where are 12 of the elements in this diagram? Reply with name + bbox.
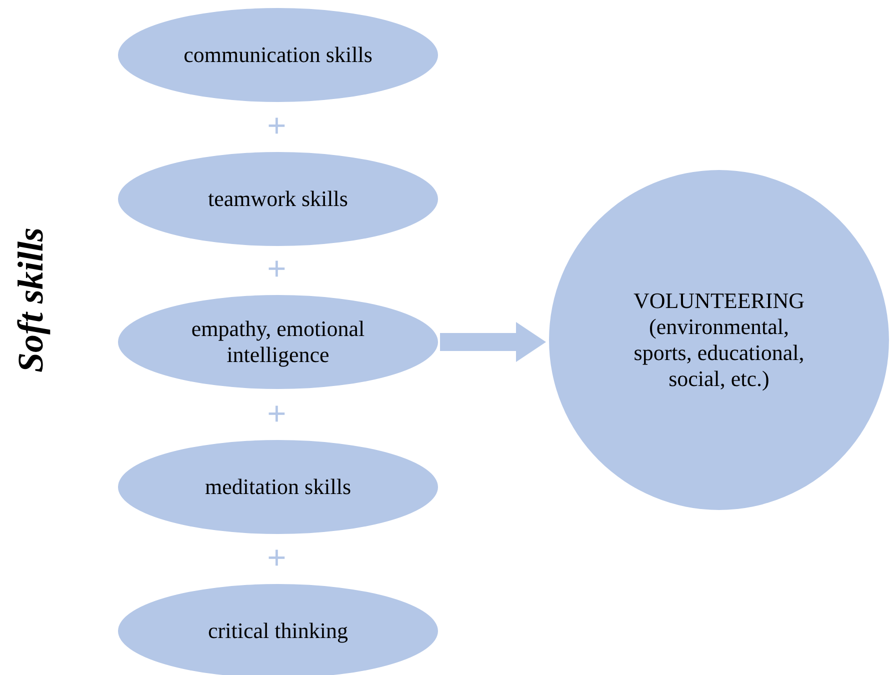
node-text: critical thinking xyxy=(208,618,348,644)
node-text: VOLUNTEERING (environmental, sports, educational, social, etc.) xyxy=(632,288,806,392)
node-text: communication skills xyxy=(184,42,372,68)
plus-sign: + xyxy=(267,400,286,430)
node-text: meditation skills xyxy=(204,474,352,500)
node-text: teamwork skills xyxy=(208,186,348,212)
plus-sign: + xyxy=(267,112,286,142)
plus-sign: + xyxy=(267,544,286,574)
node-text: empathy, emotional intelligence xyxy=(190,316,366,368)
vertical-title: Soft skills xyxy=(9,227,52,373)
arrow xyxy=(440,322,546,362)
plus-sign: + xyxy=(267,255,286,285)
